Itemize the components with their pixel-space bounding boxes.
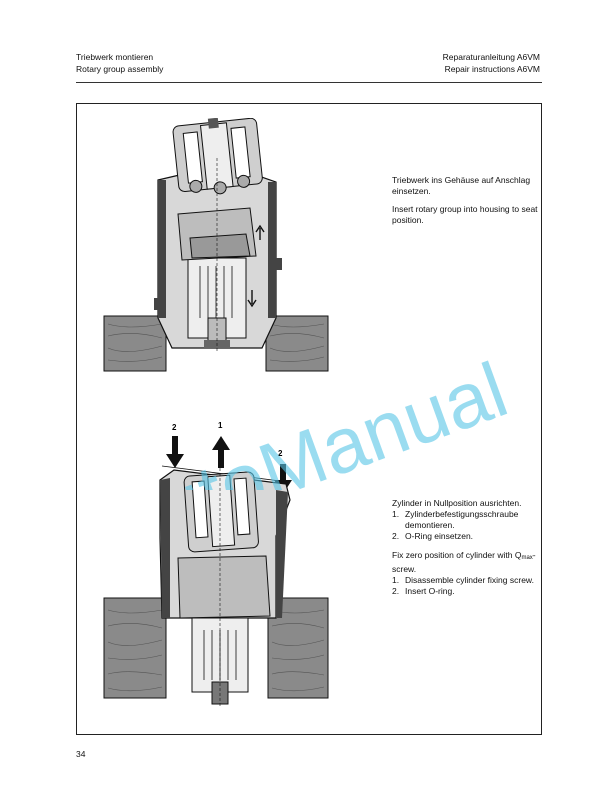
header-right: Reparaturanleitung A6VM Repair instructi… bbox=[443, 51, 540, 75]
page-number: 34 bbox=[76, 749, 86, 759]
header-title-en: Rotary group assembly bbox=[76, 64, 164, 74]
header-divider bbox=[76, 82, 542, 83]
content-frame bbox=[76, 103, 542, 735]
step-2-en-intro: Fix zero position of cylinder with Qmax-… bbox=[392, 550, 536, 574]
step-2-de-intro: Zylinder in Nullposition ausrichten. bbox=[392, 498, 522, 508]
step-1-de: Triebwerk ins Gehäuse auf Anschlag einse… bbox=[392, 175, 531, 196]
step-2-de-list: 1.Zylinderbefestigungsschraube demontier… bbox=[392, 509, 542, 542]
figure-1-rotary-group-housing bbox=[103, 118, 329, 372]
figure-2-cylinder-zero-position: 2 1 2 bbox=[103, 421, 329, 708]
step-1-text: Triebwerk ins Gehäuse auf Anschlag einse… bbox=[392, 175, 542, 233]
list-item: 2.O-Ring einsetzen. bbox=[392, 531, 474, 541]
header-left: Triebwerk montieren Rotary group assembl… bbox=[76, 51, 163, 75]
list-item: 1.Disassemble cylinder fixing screw. bbox=[392, 575, 534, 585]
list-item: 2.Insert O-ring. bbox=[392, 586, 455, 596]
figure-2-label-right: 2 bbox=[278, 449, 283, 458]
step-2-en-list: 1.Disassemble cylinder fixing screw. 2.I… bbox=[392, 575, 542, 597]
list-item: 1.Zylinderbefestigungsschraube demontier… bbox=[392, 509, 519, 530]
header-title-de: Triebwerk montieren bbox=[76, 52, 154, 62]
figure-2-label-center: 1 bbox=[218, 421, 223, 430]
step-2-text: Zylinder in Nullposition ausrichten. 1.Z… bbox=[392, 498, 542, 605]
step-1-en: Insert rotary group into housing to seat… bbox=[392, 204, 538, 225]
figure-2-label-left: 2 bbox=[172, 423, 177, 432]
header-manual-de: Reparaturanleitung A6VM bbox=[442, 52, 540, 62]
header-manual-en: Repair instructions A6VM bbox=[444, 64, 540, 74]
